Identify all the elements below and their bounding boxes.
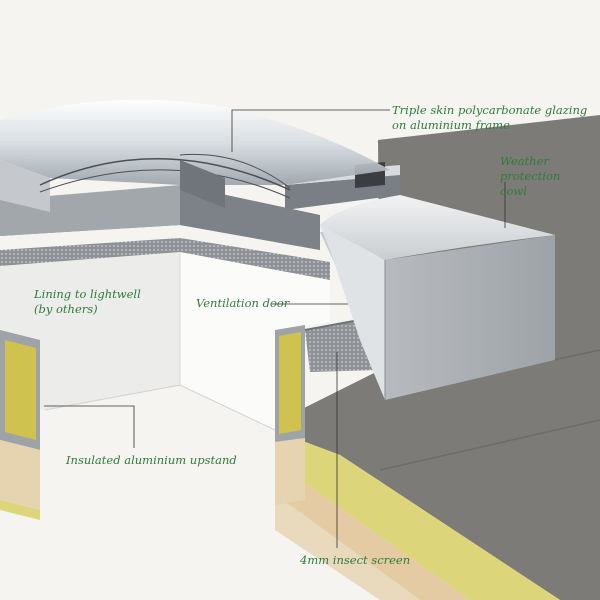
cowl-front [385,235,555,400]
glazing-corner-post [180,160,225,208]
left-insulation-layer [0,500,40,520]
lightwell-wall-right [180,238,330,430]
lightwell-wall-left [0,238,180,410]
label-ventilation-door: Ventilation door [196,296,290,310]
cowl-top [320,195,555,260]
label-upstand: Insulated aluminium upstand [66,453,237,467]
glazing-frame-left [0,160,50,212]
right-upstand-insulation [279,332,301,434]
dome-glazing [0,99,390,185]
insect-screen-band [0,238,330,280]
cowl-side [320,225,385,400]
leader-upstand [44,405,135,448]
roof-membrane-seam [379,419,600,471]
dome-rib [39,169,291,199]
label-lining: Lining to lightwell (by others) [34,287,141,316]
roof-deck-layer [275,500,420,600]
roof-deck-section [275,470,470,600]
right-upstand-base [275,438,305,505]
lightwell-floor-edge [44,384,276,431]
leader-glazing [231,109,390,152]
roof-insulation-section [275,438,560,600]
dome-rib [179,153,291,189]
leader-lines [44,109,506,548]
left-upstand-base [0,440,40,510]
left-upstand-insulation [5,340,36,440]
dome-rib [39,157,291,191]
label-insect-screen: 4mm insect screen [300,553,411,567]
label-cowl: Weather protection cowl [500,154,561,198]
label-glazing: Triple skin polycarbonate glazing on alu… [392,103,588,132]
